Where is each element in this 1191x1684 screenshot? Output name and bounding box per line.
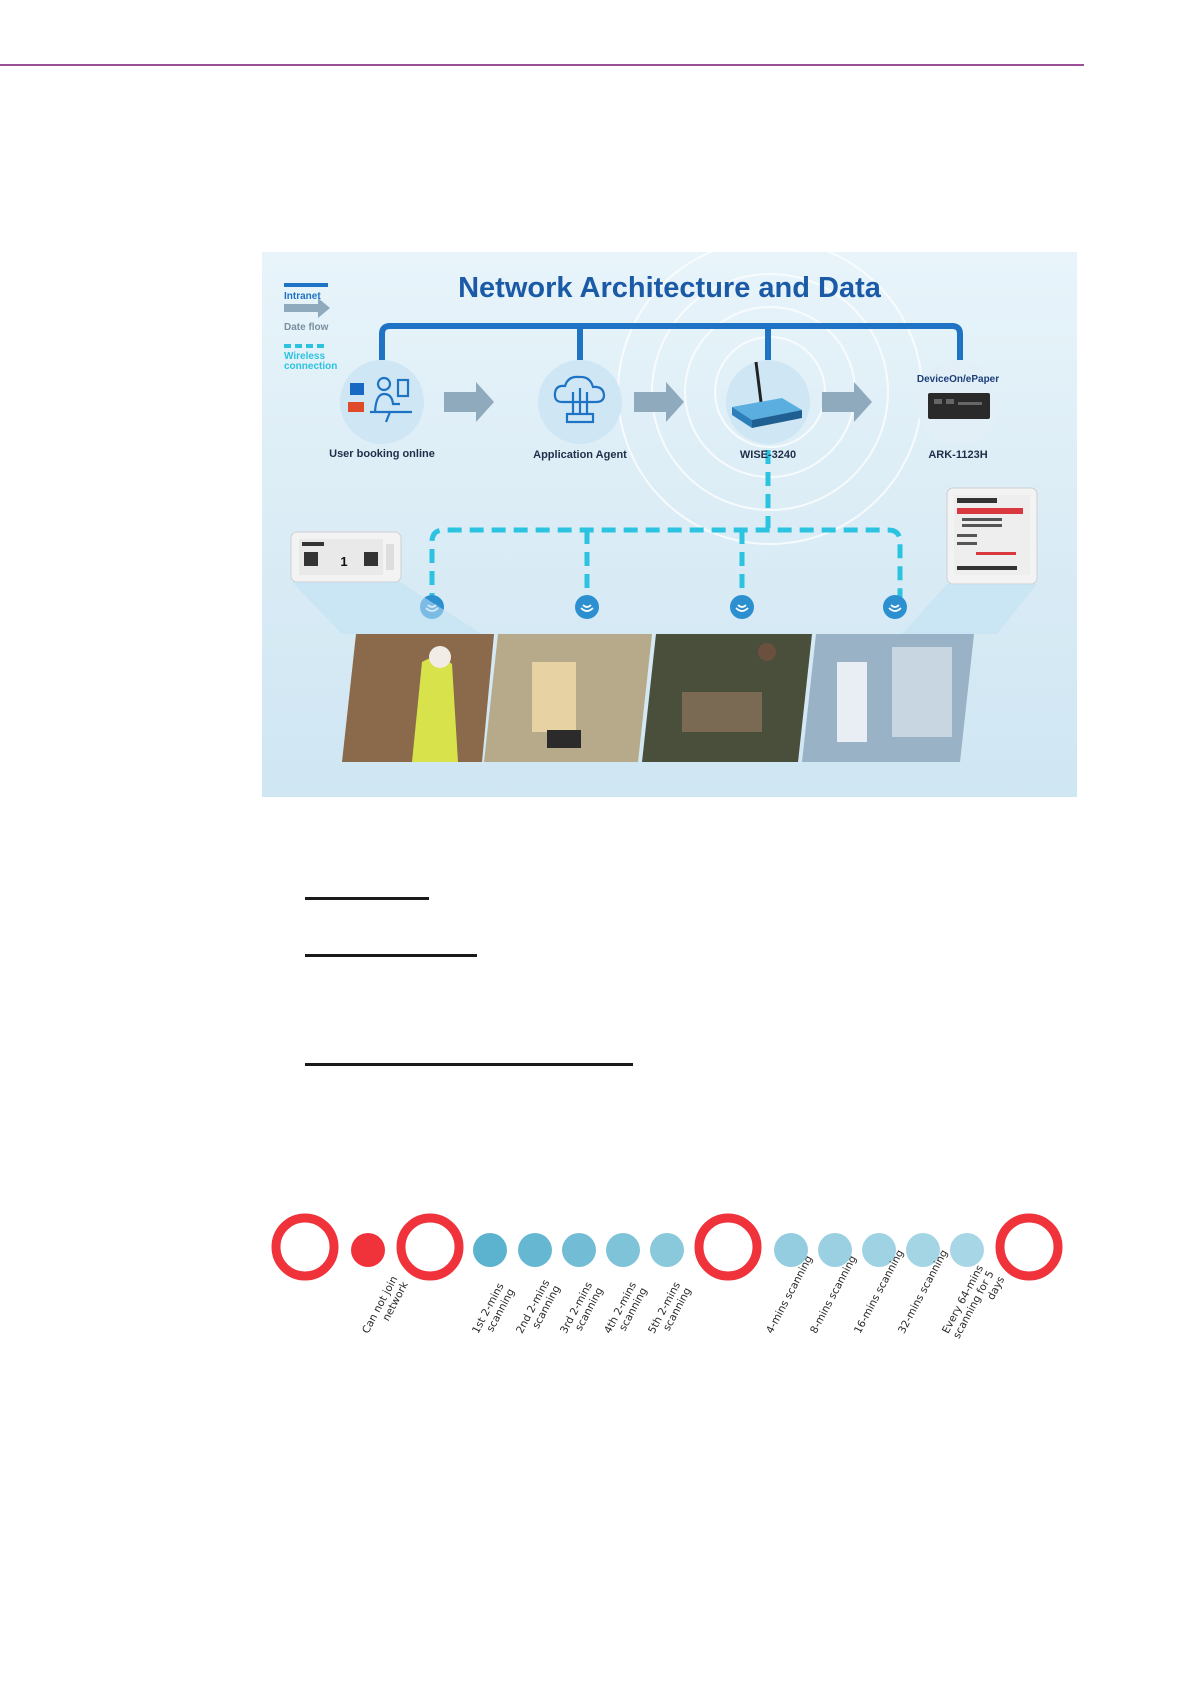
- timeline-dot: [818, 1233, 852, 1267]
- node-label-user: User booking online: [329, 448, 435, 460]
- timeline-label: 1st 2-mins scanning: [470, 1281, 518, 1336]
- timeline-ring: [396, 1213, 464, 1281]
- diagram-title: Network Architecture and Data: [458, 272, 881, 304]
- timeline-dot: [473, 1233, 507, 1267]
- legend-wireless-2: connection: [284, 361, 338, 372]
- router-icon: [732, 361, 802, 428]
- wifi-badges: [420, 595, 907, 619]
- blank-underline-2: [305, 954, 477, 957]
- cloud-agent-icon: [553, 375, 606, 424]
- ark-device-icon: [928, 393, 990, 419]
- timeline-dot-fail: [351, 1233, 385, 1267]
- node-label-ark: ARK-1123H: [928, 449, 988, 461]
- diagram-graphics: [284, 252, 1038, 762]
- legend-intranet: Intranet: [284, 291, 321, 302]
- node-label-wise: WISE-3240: [739, 449, 797, 461]
- timeline-dot: [562, 1233, 596, 1267]
- flow-arrows: [444, 382, 872, 422]
- timeline-dot: [906, 1233, 940, 1267]
- node-label-agent: Application Agent: [533, 449, 627, 461]
- scanning-timeline-graphic: [271, 1213, 1063, 1281]
- timeline-ring: [271, 1213, 339, 1281]
- intranet-lines: [379, 323, 963, 360]
- timeline-dot: [950, 1233, 984, 1267]
- timeline-dot: [650, 1233, 684, 1267]
- app-logos-icon: [348, 383, 364, 412]
- timeline-ring: [995, 1213, 1063, 1281]
- epaper-value: 1: [340, 554, 348, 569]
- timeline-dot: [862, 1233, 896, 1267]
- blank-underline-3: [305, 1063, 633, 1066]
- blank-underline-1: [305, 897, 429, 900]
- user-booking-icon: [370, 376, 412, 423]
- epaper-tag-right: [946, 487, 1038, 585]
- ark-brand-label: DeviceOn/ePaper: [916, 374, 1000, 385]
- legend-wireless-1: Wireless: [284, 351, 326, 362]
- timeline-dot: [606, 1233, 640, 1267]
- header-rule: [0, 64, 1084, 66]
- timeline-ring: [694, 1213, 762, 1281]
- wireless-lines: [429, 450, 903, 607]
- legend-data-flow: Date flow: [284, 322, 329, 333]
- timeline-dot: [774, 1233, 808, 1267]
- legend: [284, 283, 330, 348]
- epaper-tag-left: [290, 531, 402, 583]
- workplace-photos: [342, 634, 974, 762]
- timeline-dot: [518, 1233, 552, 1267]
- network-architecture-figure: Network Architecture and Data Intranet D…: [262, 252, 1077, 797]
